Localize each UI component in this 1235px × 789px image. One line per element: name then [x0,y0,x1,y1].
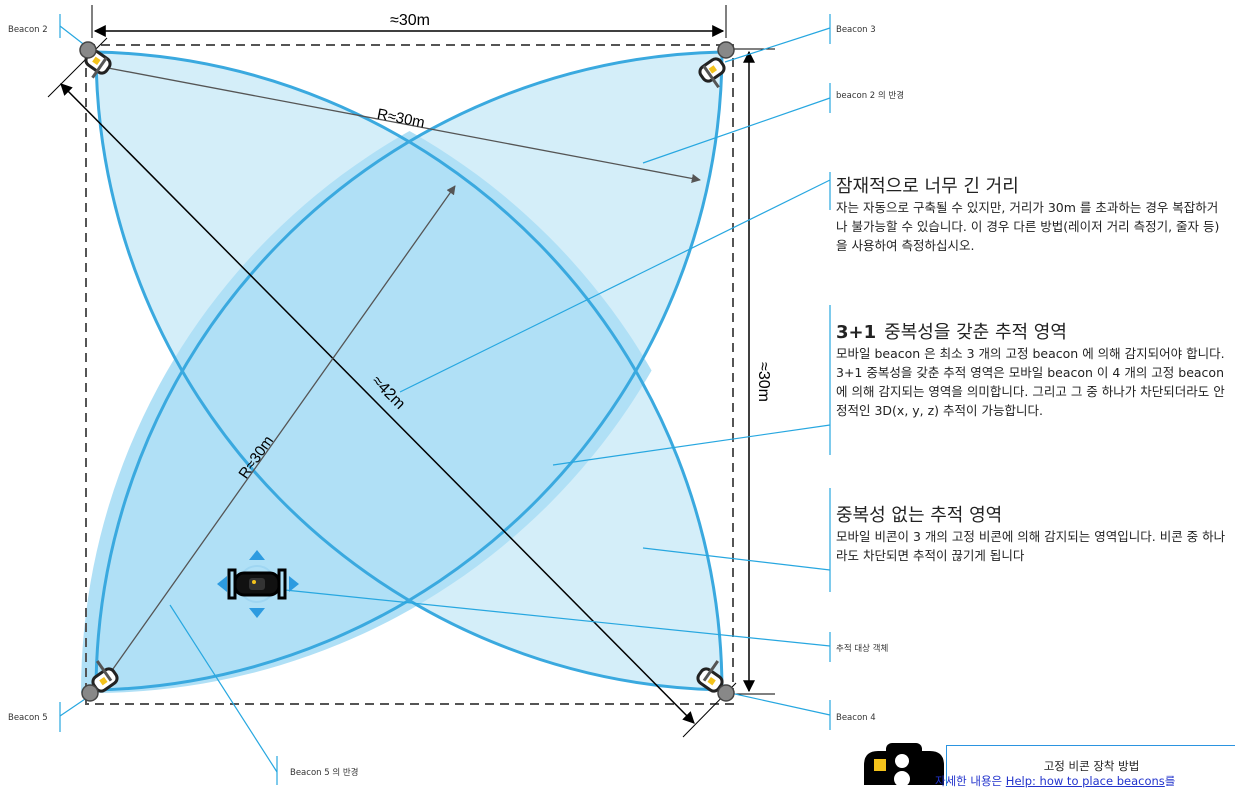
section-distance: 잠재적으로 너무 긴 거리 자는 자동으로 구축될 수 있지만, 거리가 30m… [836,176,1226,255]
dimension-line-diagonal [60,83,695,724]
tracked-object [217,550,299,618]
label-beacon-2: Beacon 2 [8,25,48,35]
section-overlap-prefix: 3+1 [836,322,877,343]
dimension-top-label: ≈30m [390,12,430,29]
howto-box: 고정 비콘 장착 방법 자세한 내용은 Help: how to place b… [935,745,1235,788]
fixed-beacon-mount-icon [864,743,944,785]
label-beacon-5: Beacon 5 [8,713,48,723]
howto-title: 고정 비콘 장착 방법 [1043,759,1140,773]
section-distance-title: 잠재적으로 너무 긴 거리 [836,176,1019,197]
radius-line-beacon2 [107,67,701,183]
label-beacon-3: Beacon 3 [836,25,876,35]
label-beacon2-radius: beacon 2 의 반경 [836,90,904,101]
beacon-5-anchor-icon [81,684,99,702]
section-no-redundancy-title: 중복성 없는 추적 영역 [836,505,1003,526]
callout-lines [59,14,831,785]
label-tracked-object: 추적 대상 객체 [836,643,888,654]
label-beacon5-radius: Beacon 5 의 반경 [290,767,359,778]
section-no-redundancy: 중복성 없는 추적 영역 모바일 비콘이 3 개의 고정 비콘에 의해 감지되는… [836,505,1231,565]
beacon-4 [696,660,724,693]
section-overlap-title: 중복성을 갖춘 추적 영역 [884,322,1067,343]
label-beacon-4: Beacon 4 [836,713,876,723]
section-overlap: 3+1 중복성을 갖춘 추적 영역 모바일 beacon 은 최소 3 개의 고정… [836,322,1235,420]
beacon-2-anchor-icon [79,41,97,59]
dimension-right-label: ≈30m [755,362,772,402]
help-link[interactable]: Help: how to place beacons [1005,774,1165,788]
howto-link-prefix: 자세한 내용은 [935,774,1006,788]
beacon-4-anchor-icon [717,684,735,702]
section-overlap-body: 모바일 beacon 은 최소 3 개의 고정 beacon 에 의해 감지되어… [836,346,1225,418]
radius-line-beacon5 [107,185,456,677]
section-distance-body: 자는 자동으로 구축될 수 있지만, 거리가 30m 를 초과하는 경우 복잡하… [836,200,1220,253]
beacon-3 [698,57,726,89]
beacon-3-anchor-icon [717,41,735,59]
section-no-redundancy-body: 모바일 비콘이 3 개의 고정 비콘에 의해 감지되는 영역입니다. 비콘 중 … [836,529,1226,563]
howto-link-suffix: 를 [1164,774,1176,788]
